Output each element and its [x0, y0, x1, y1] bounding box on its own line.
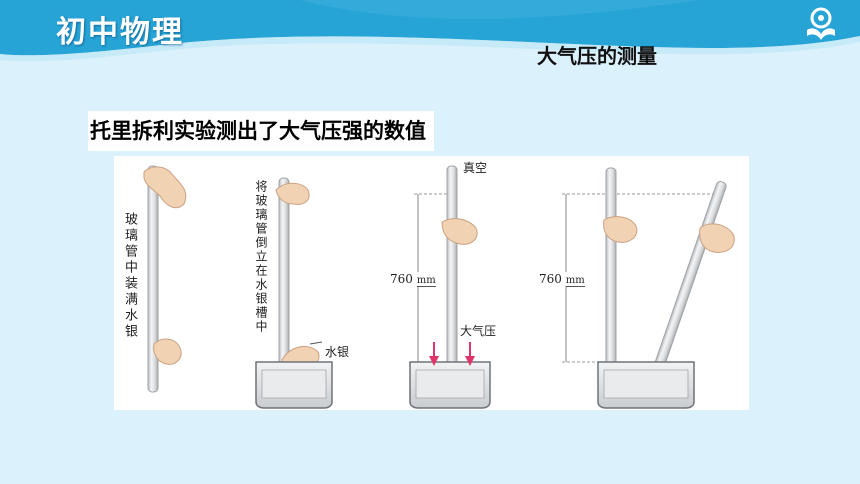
- mercury-label: 水银: [325, 343, 350, 360]
- glass-tube-3: [446, 165, 458, 387]
- vacuum-label: 真空: [463, 159, 488, 176]
- torricelli-experiment-figure: 玻璃管中装满水银 将玻璃管倒立在水银槽中 水银 真空 大气压 760 mm 76…: [114, 156, 749, 410]
- hand-4a: [603, 216, 638, 243]
- hand-bottom-1: [153, 338, 182, 365]
- height-value-1: 760: [390, 272, 413, 286]
- height-label-2: 760 mm: [539, 272, 585, 287]
- atmosphere-label: 大气压: [460, 322, 497, 339]
- statement-text: 托里拆利实验测出了大气压强的数值: [88, 111, 434, 151]
- panel-2-inverting: [255, 177, 333, 409]
- hand-4b: [699, 223, 735, 253]
- hand-top-2: [275, 182, 310, 205]
- panel-4-tilted: [562, 167, 735, 409]
- hand-top-1: [143, 166, 187, 209]
- height-unit-1: mm: [416, 275, 436, 287]
- hand-3: [441, 218, 478, 245]
- section-title: 大气压的测量: [537, 44, 657, 68]
- glass-tube-4-vertical: [605, 167, 617, 387]
- panel-1-filling: [143, 165, 187, 393]
- header-banner: [0, 0, 860, 62]
- height-unit-2: mm: [565, 275, 585, 287]
- height-label-1: 760 mm: [390, 272, 436, 287]
- step2-label: 将玻璃管倒立在水银槽中: [254, 180, 268, 334]
- glass-tube-1: [147, 165, 159, 393]
- panel-3-measurement: [409, 165, 491, 409]
- publisher-logo-icon: [803, 6, 839, 44]
- height-value-2: 760: [539, 272, 562, 286]
- step1-label: 玻璃管中装满水银: [122, 212, 137, 340]
- course-title: 初中物理: [56, 15, 184, 50]
